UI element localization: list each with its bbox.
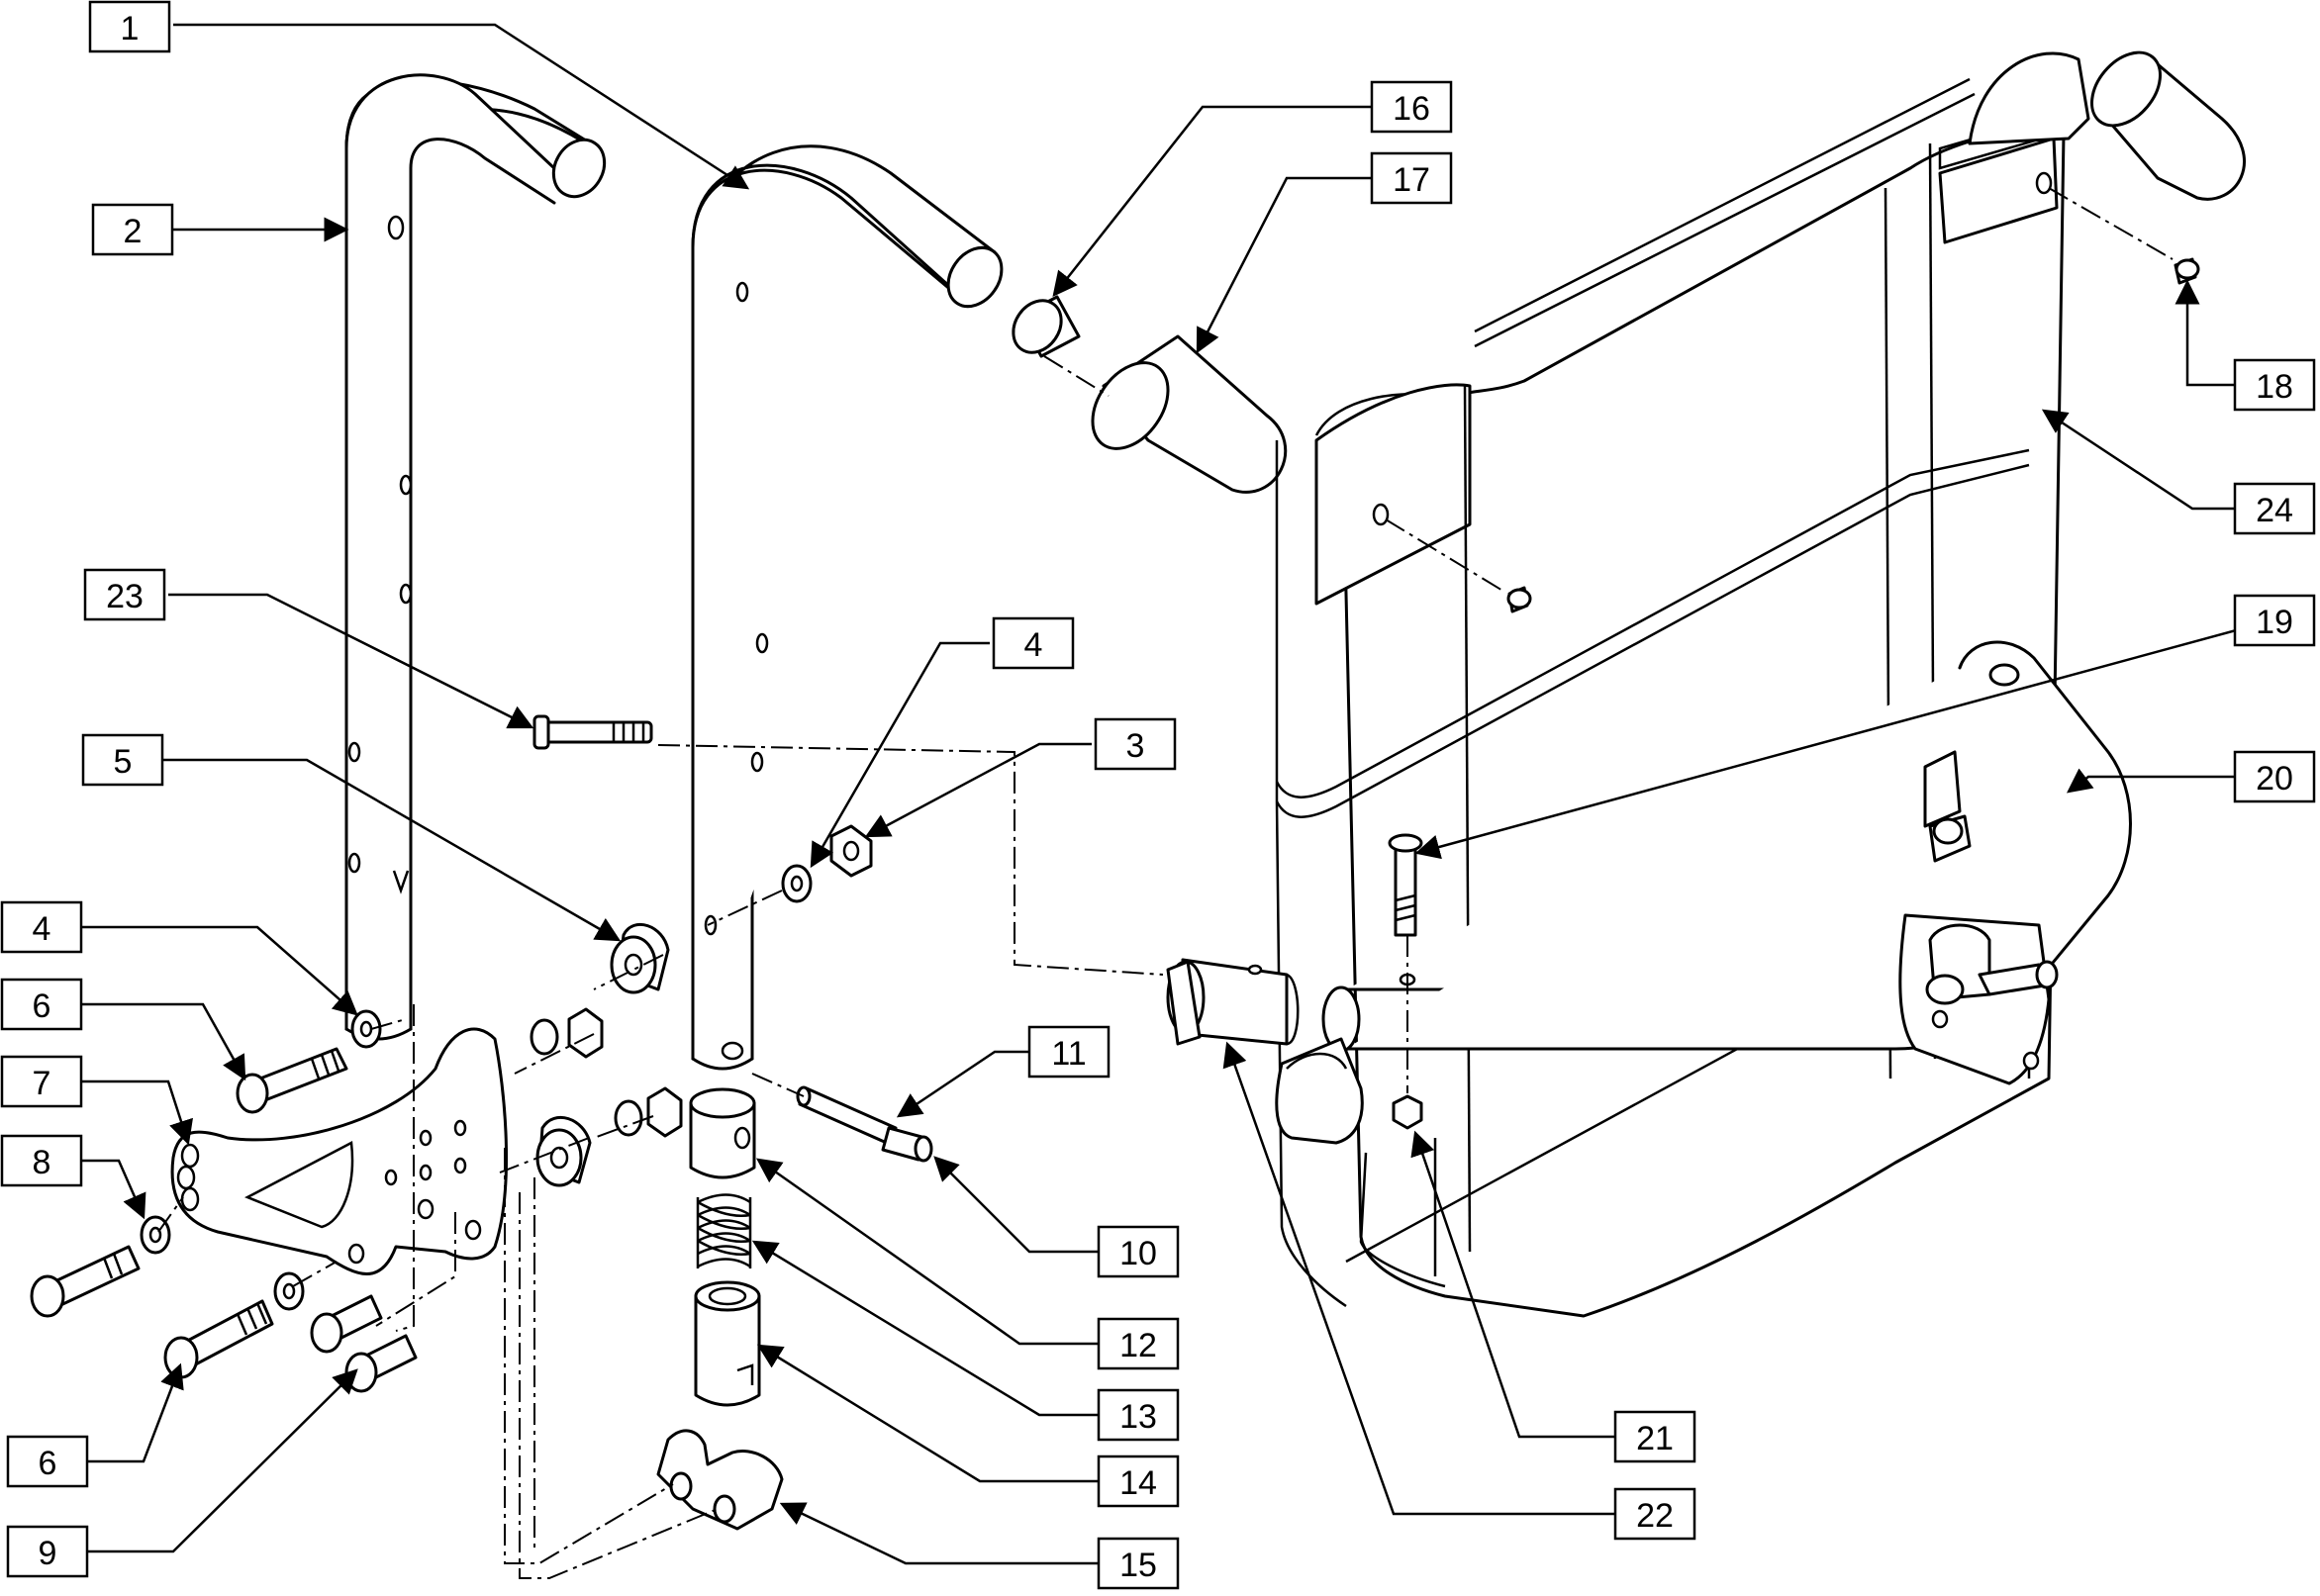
svg-text:20: 20 [2256,760,2293,798]
callout-1: 1 [88,0,171,53]
part-19-bolt [1388,833,1423,937]
svg-text:6: 6 [39,1445,57,1482]
svg-text:2: 2 [124,213,143,250]
callout-16: 16 [1370,80,1453,134]
part-18-screw [2174,257,2200,285]
callout-2: 2 [91,203,174,256]
callout-12: 12 [1097,1317,1180,1370]
part-9-shoulder-bolts [310,1294,418,1393]
part-3-nut [829,824,873,878]
assembly-lines [157,187,2174,1579]
part-11-pin [796,1085,898,1146]
svg-text:8: 8 [33,1144,51,1181]
part-22-receiver [1166,958,1364,1145]
callout-4-lower: 4 [0,900,83,954]
callout-7: 7 [0,1055,83,1108]
part-10-sleeve [881,1126,933,1163]
callout-9: 9 [6,1525,89,1578]
svg-text:22: 22 [1636,1497,1674,1535]
callout-21: 21 [1613,1410,1696,1463]
svg-text:24: 24 [2256,492,2293,529]
callout-5: 5 [81,733,164,787]
svg-text:5: 5 [114,743,133,781]
part-2-tube [344,73,607,1041]
callout-14: 14 [1097,1455,1180,1508]
part-15-bracket [656,1429,784,1531]
callout-6-lower: 6 [6,1435,89,1488]
part-1-tube [691,144,1004,1071]
svg-text:4: 4 [33,910,51,948]
svg-text:19: 19 [2256,604,2293,641]
svg-text:14: 14 [1119,1464,1157,1502]
part-5-spacer-lower [535,1115,592,1187]
svg-text:6: 6 [33,987,51,1025]
part-23-pin [532,714,653,750]
part-20-armrest-tube [1321,640,2132,1085]
callout-22: 22 [1613,1487,1696,1541]
part-4-washer-lower [350,1009,382,1049]
svg-text:13: 13 [1119,1398,1157,1436]
svg-text:18: 18 [2256,368,2293,406]
callout-17: 17 [1370,151,1453,205]
callout-18: 18 [2233,358,2316,412]
part-6-bolt-upper [236,1047,348,1114]
callout-11: 11 [1027,1025,1111,1079]
part-5-spacer [610,922,670,994]
svg-text:9: 9 [39,1535,57,1572]
svg-text:16: 16 [1393,90,1430,128]
svg-text:12: 12 [1119,1327,1157,1364]
callout-19: 19 [2233,594,2316,647]
part-24-backrest [1275,50,2246,1318]
svg-text:15: 15 [1119,1547,1157,1584]
callout-3: 3 [1094,717,1177,771]
callout-6-upper: 6 [0,978,83,1031]
part-4-washer [781,864,813,903]
callout-20: 20 [2233,750,2316,803]
callout-23: 23 [83,568,166,621]
svg-text:21: 21 [1636,1420,1674,1457]
part-8-bolt [30,1215,171,1318]
part-12-collar [689,1087,756,1179]
svg-text:23: 23 [106,578,144,615]
part-17-grip [1091,334,1288,494]
callout-15: 15 [1097,1537,1180,1590]
screw-left-backrest [1506,586,1532,613]
svg-text:7: 7 [33,1065,51,1102]
part-21-nut [1392,1094,1423,1130]
svg-text:10: 10 [1119,1235,1157,1272]
svg-text:4: 4 [1024,626,1043,664]
part-6-bolt-lower [163,1271,305,1379]
part-14-sleeve [694,1280,761,1407]
svg-text:1: 1 [121,10,140,47]
callout-8: 8 [0,1134,83,1187]
leader-lines [79,23,2273,1565]
callout-24: 24 [2233,482,2316,535]
part-3-nut-plate [530,1007,683,1138]
callout-4-upper: 4 [992,616,1075,670]
svg-text:3: 3 [1126,727,1145,765]
part-16-plug [1012,295,1081,358]
svg-text:11: 11 [1051,1035,1086,1073]
callout-13: 13 [1097,1388,1180,1442]
svg-text:17: 17 [1393,161,1430,199]
callout-10: 10 [1097,1225,1180,1278]
part-13-spring [696,1193,752,1268]
